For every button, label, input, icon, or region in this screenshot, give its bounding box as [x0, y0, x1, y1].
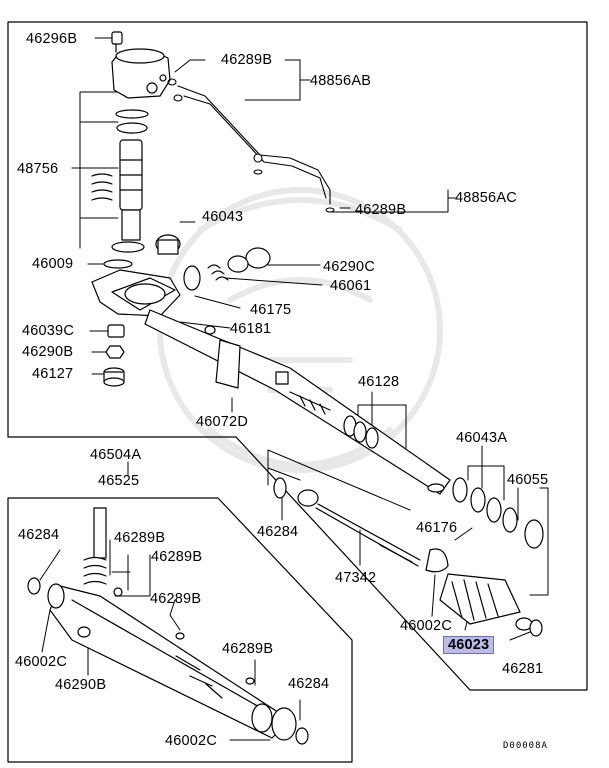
label-48856AB: 48856AB — [310, 73, 372, 89]
label-46176: 46176 — [416, 520, 458, 536]
sub-frame — [7, 497, 353, 763]
label-46002C: 46002C — [165, 733, 217, 749]
label-46002C: 46002C — [15, 654, 67, 670]
seal-parts — [103, 234, 271, 387]
label-46289B: 46289B — [150, 591, 202, 607]
label-46289B: 46289B — [222, 641, 274, 657]
label-46289B: 46289B — [151, 549, 203, 565]
label-46284: 46284 — [257, 524, 299, 540]
rack-rings — [343, 415, 544, 549]
label-46039C: 46039C — [22, 323, 74, 339]
label-46289B: 46289B — [221, 52, 273, 68]
label-46289B: 46289B — [355, 202, 407, 218]
label-46128: 46128 — [358, 374, 400, 390]
label-46061: 46061 — [330, 278, 372, 294]
label-47342: 47342 — [335, 570, 377, 586]
label-46284: 46284 — [18, 527, 60, 543]
label-46181: 46181 — [230, 321, 272, 337]
valve-housing — [91, 31, 171, 269]
label-46504A: 46504A — [90, 447, 142, 463]
label-46290B: 46290B — [55, 677, 107, 693]
label-46290C: 46290C — [323, 259, 375, 275]
label-46009: 46009 — [32, 256, 74, 272]
lower-rack-assembly — [27, 507, 309, 745]
tie-rod-assembly — [273, 477, 543, 637]
label-46002C: 46002C — [400, 618, 452, 634]
label-46023-highlighted[interactable]: 46023 — [443, 636, 495, 654]
label-46072D: 46072D — [196, 414, 248, 430]
label-46296B: 46296B — [26, 31, 78, 47]
label-46043: 46043 — [202, 209, 244, 225]
label-46525: 46525 — [98, 473, 140, 489]
label-46043A: 46043A — [456, 430, 508, 446]
pressure-pipes — [167, 78, 335, 213]
label-46290B: 46290B — [22, 344, 74, 360]
label-46289B: 46289B — [114, 530, 166, 546]
main-frame — [7, 21, 588, 691]
label-46127: 46127 — [32, 366, 74, 382]
leader-lines — [39, 37, 549, 741]
label-46281: 46281 — [502, 661, 544, 677]
label-46175: 46175 — [250, 302, 292, 318]
label-48856AC: 48856AC — [455, 190, 517, 206]
label-48756: 48756 — [17, 161, 59, 177]
diagram-code: D00008A — [503, 741, 548, 751]
label-46055: 46055 — [507, 472, 549, 488]
label-46284: 46284 — [288, 676, 330, 692]
